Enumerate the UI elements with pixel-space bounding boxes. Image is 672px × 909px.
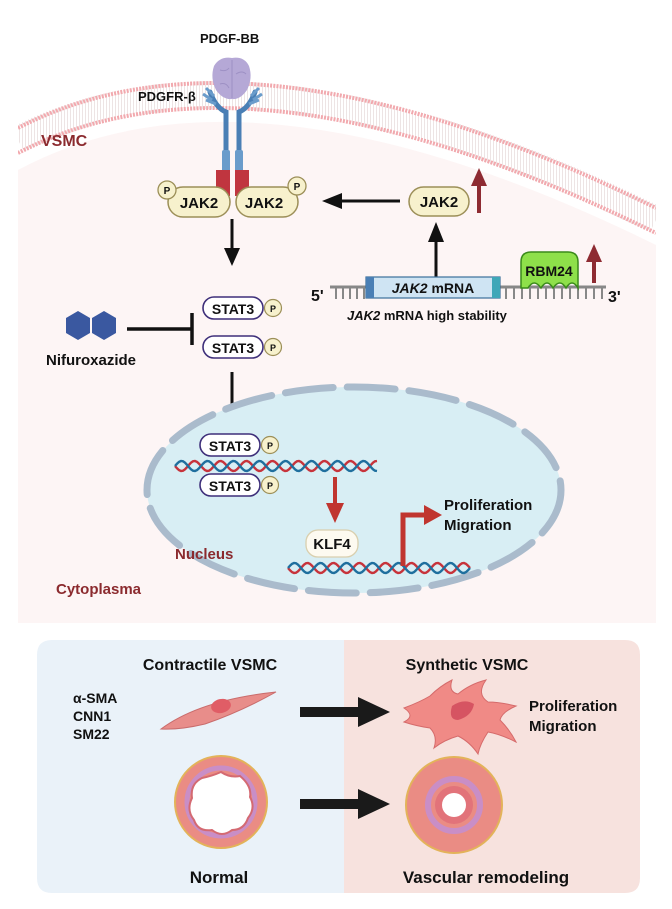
phospho-badge xyxy=(260,435,280,455)
synthetic-title: Synthetic VSMC xyxy=(406,657,529,674)
jak2-mrna-strand: JAK2 mRNA 5' 3' JAK2 mRNA high stability xyxy=(311,276,621,323)
stat3-dimer-nucleus: STAT3 P STAT3 P xyxy=(199,433,280,497)
stat3-label: STAT3 xyxy=(212,340,254,356)
bottom-panel: Contractile VSMC α-SMA CNN1 SM22 Normal … xyxy=(37,640,640,893)
phospho-badge xyxy=(287,176,307,196)
five-prime-label: 5' xyxy=(311,288,324,305)
phospho-label: P xyxy=(270,343,276,353)
phospho-label: P xyxy=(270,304,276,314)
cytoplasm-label: Cytoplasma xyxy=(56,581,142,598)
receptor-label: PDGFR-β xyxy=(138,89,196,104)
jak2-right-label: JAK2 xyxy=(245,195,283,212)
phospho-label: P xyxy=(294,182,301,193)
phospho-badge xyxy=(260,475,280,495)
caption-text: mRNA high stability xyxy=(380,308,507,323)
up-arrow-icon xyxy=(586,244,602,283)
phospho-label: P xyxy=(267,481,273,491)
arrow-jak2-to-stat3 xyxy=(224,219,240,266)
inhibition-bar-icon xyxy=(127,313,194,345)
dna-helix-upper xyxy=(174,459,378,473)
phospho-label: P xyxy=(267,441,273,451)
cell-label: VSMC xyxy=(41,133,88,150)
three-prime-label: 3' xyxy=(608,289,621,306)
phospho-badge xyxy=(157,180,177,200)
pdgfr-beta-receptor-icon xyxy=(202,86,263,196)
caption-gene: JAK2 xyxy=(347,308,381,323)
synthetic-panel xyxy=(344,640,640,893)
jak2-left-label: JAK2 xyxy=(180,195,218,212)
remodeling-caption: Vascular remodeling xyxy=(403,868,569,887)
phospho-label: P xyxy=(164,186,171,197)
top-panel: PDGF-BB PDGFR-β VSMC JAK2 P xyxy=(18,31,656,623)
normal-vessel-icon xyxy=(174,755,268,849)
arrow-jak2-recruitment xyxy=(322,193,400,209)
cell-membrane xyxy=(18,81,656,235)
synthetic-outcome-migration: Migration xyxy=(529,718,597,735)
arrow-to-klf4 xyxy=(326,477,344,523)
stat3-label: STAT3 xyxy=(212,301,254,317)
marker-label: α-SMA xyxy=(73,690,117,706)
outcome-proliferation: Proliferation xyxy=(444,497,532,514)
dna-strand xyxy=(287,561,471,575)
phospho-badge xyxy=(263,337,283,357)
phospho-badge xyxy=(263,298,283,318)
stat3-label: STAT3 xyxy=(209,438,251,454)
up-arrow-icon xyxy=(471,168,487,213)
klf4-label: KLF4 xyxy=(313,536,351,553)
synthetic-cell-icon xyxy=(402,679,518,756)
mrna-stability-caption: JAK2 mRNA high stability xyxy=(347,308,508,323)
contractile-cell-icon xyxy=(159,691,277,730)
dna-helix-lower xyxy=(287,561,471,575)
normal-caption: Normal xyxy=(190,868,249,887)
outcome-migration: Migration xyxy=(444,517,512,534)
jak2-free-node: JAK2 xyxy=(408,186,470,217)
pdgf-bb-ligand-icon xyxy=(212,57,251,100)
stat3-dimer-cytoplasm: STAT3 P STAT3 P xyxy=(202,296,283,359)
phenotype-switch-arrow xyxy=(300,697,390,727)
jak2-right-node: JAK2 P xyxy=(235,176,307,218)
inhibitor-label: Nifuroxazide xyxy=(46,352,136,369)
remodeling-arrow xyxy=(300,789,390,819)
klf4-node: KLF4 xyxy=(305,529,359,558)
synthetic-outcome-proliferation: Proliferation xyxy=(529,698,617,715)
nucleus-label: Nucleus xyxy=(175,546,233,563)
ligand-label: PDGF-BB xyxy=(200,31,259,46)
jak2-free-label: JAK2 xyxy=(420,194,458,211)
rbm24-protein: RBM24 xyxy=(520,251,579,291)
jak2-left-node: JAK2 P xyxy=(157,180,231,218)
rbm24-label: RBM24 xyxy=(525,263,573,279)
jak2-mrna-label: JAK2 mRNA xyxy=(392,280,474,296)
marker-label: CNN1 xyxy=(73,708,111,724)
dna-strand xyxy=(174,459,378,473)
marker-label: SM22 xyxy=(73,726,110,742)
transcription-arrow-icon xyxy=(400,505,442,566)
gene-name: JAK2 xyxy=(392,280,428,296)
remodeled-vessel-icon xyxy=(405,756,503,854)
stat3-label: STAT3 xyxy=(209,478,251,494)
arrow-translation xyxy=(428,222,444,282)
gene-suffix: mRNA xyxy=(428,280,475,296)
contractile-title: Contractile VSMC xyxy=(143,657,278,674)
nifuroxazide-molecule-icon xyxy=(66,311,116,340)
